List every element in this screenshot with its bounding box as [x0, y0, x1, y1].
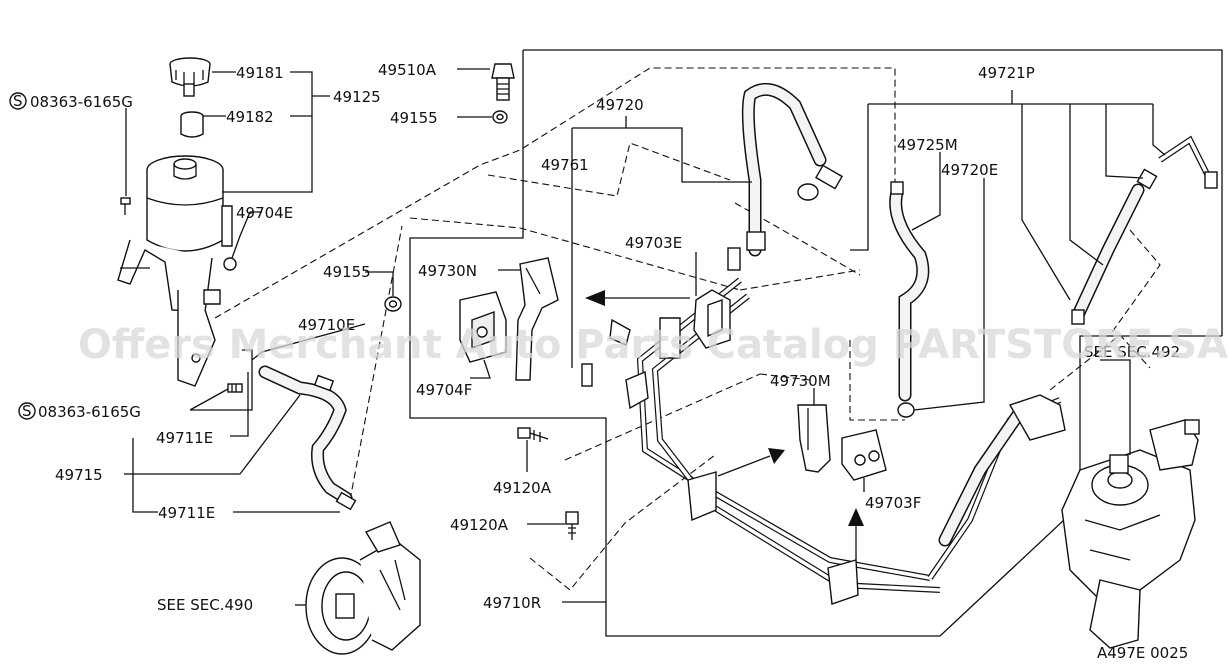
label-49730M: 49730M [770, 372, 831, 390]
banjo-bolt-49510A [491, 63, 515, 101]
reservoir-bracket [117, 239, 221, 387]
label-49720E: 49720E [941, 161, 998, 179]
label-49704F: 49704F [416, 381, 472, 399]
arrow-left [585, 290, 690, 306]
label-49155-mid: 49155 [323, 263, 371, 281]
arrow-diag [717, 448, 785, 477]
insulator-49704F [459, 291, 507, 363]
label-screw-top: 08363-6165G [30, 93, 133, 111]
label-49703F: 49703F [865, 494, 921, 512]
label-see-492: SEE SEC.492 [1084, 343, 1180, 361]
diagram-code: A497E 0025 [1097, 644, 1188, 662]
insulator-49703F [841, 429, 887, 481]
label-49710R: 49710R [483, 594, 541, 612]
label-49715: 49715 [55, 466, 103, 484]
labels: 49181 49125 49182 S 08363-6165G 49704E 4… [9, 61, 1188, 662]
leader-lines [124, 68, 1166, 606]
label-see-490: SEE SEC.490 [157, 596, 253, 614]
reservoir-nipple [221, 205, 237, 271]
label-49120A-b: 49120A [450, 516, 509, 534]
bracket-49730M [797, 404, 831, 473]
suction-hose-49711 [258, 365, 357, 511]
bracket-49730N [515, 257, 559, 381]
label-49721P: 49721P [978, 64, 1035, 82]
bolt-lower-left [227, 383, 243, 393]
reservoir-cap [169, 57, 211, 97]
label-49703E: 49703E [625, 234, 682, 252]
pressure-hose-upper-49720 [727, 82, 843, 271]
washer-49155-mid [384, 296, 402, 312]
label-screw-bottom: 08363-6165G [38, 403, 141, 421]
dashed-leaders [214, 67, 1161, 591]
screw-symbol-top [9, 92, 27, 110]
label-49710E: 49710E [298, 316, 355, 334]
label-49761: 49761 [541, 156, 589, 174]
bolt-49120A-lower [565, 511, 579, 540]
reservoir-strainer [180, 111, 204, 138]
label-49704E: 49704E [236, 204, 293, 222]
label-49155-top: 49155 [390, 109, 438, 127]
pipe-clamp-left [625, 370, 649, 410]
label-49711E-bottom: 49711E [158, 504, 215, 522]
label-49725M: 49725M [897, 136, 958, 154]
steering-gear-box [1061, 419, 1200, 649]
bolt-small-left [120, 197, 131, 215]
label-49720: 49720 [596, 96, 644, 114]
screw-prefix-top: S [13, 92, 23, 110]
label-49120A-a: 49120A [493, 479, 552, 497]
frame-lines [409, 49, 1223, 637]
screw-prefix-bottom: S [22, 402, 32, 420]
arrow-up [848, 508, 864, 560]
return-hose-49725M [889, 181, 930, 418]
pipe-clamp-lower [827, 559, 859, 605]
watermark-text: Offers Merchant Auto Parts Catalog PARTS… [78, 322, 1228, 368]
label-49730N: 49730N [418, 262, 477, 280]
pipe-clamp-upper [693, 289, 731, 349]
label-49125: 49125 [333, 88, 381, 106]
clip-center [581, 317, 681, 387]
hose-right-49721P [1071, 135, 1218, 325]
label-49182: 49182 [226, 108, 274, 126]
bolt-49120A-upper [517, 427, 549, 442]
label-49711E-top: 49711E [156, 429, 213, 447]
screw-symbol-bottom [18, 402, 36, 420]
label-49510A: 49510A [378, 61, 437, 79]
reservoir-tank [146, 155, 224, 252]
washer-49155-top [492, 110, 508, 124]
power-steering-pump [305, 521, 421, 655]
pipe-clamp-mid [687, 471, 717, 522]
label-49181: 49181 [236, 64, 284, 82]
